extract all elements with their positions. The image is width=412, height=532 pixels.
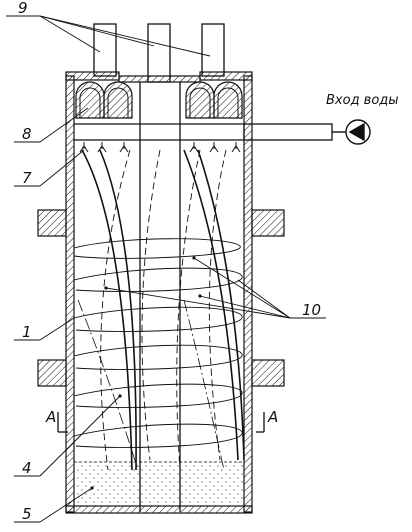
section-label-right: A [267,408,278,426]
swirl-blades [81,149,245,471]
label-9: 9 [18,0,28,17]
label-1: 1 [22,323,32,341]
pump-icon [332,119,371,145]
label-4: 4 [22,459,32,477]
spiral-flow [73,238,243,448]
water-inlet-label: Вход воды [326,93,399,108]
leader-lines [6,15,326,523]
separator-packing [75,81,243,119]
label-8: 8 [22,125,32,143]
support-flanges [37,209,285,387]
section-markers [57,412,265,433]
water-header [74,123,333,141]
label-10: 10 [302,301,321,319]
label-7: 7 [22,169,32,187]
central-tube [139,82,181,512]
section-label-left: A [45,408,56,426]
flow-dashdot [77,299,225,471]
spray-nozzles [79,142,241,153]
flow-dashed [100,149,227,471]
label-5: 5 [22,505,32,523]
outlet-pipes [93,23,225,83]
liquid-pool [74,461,244,506]
